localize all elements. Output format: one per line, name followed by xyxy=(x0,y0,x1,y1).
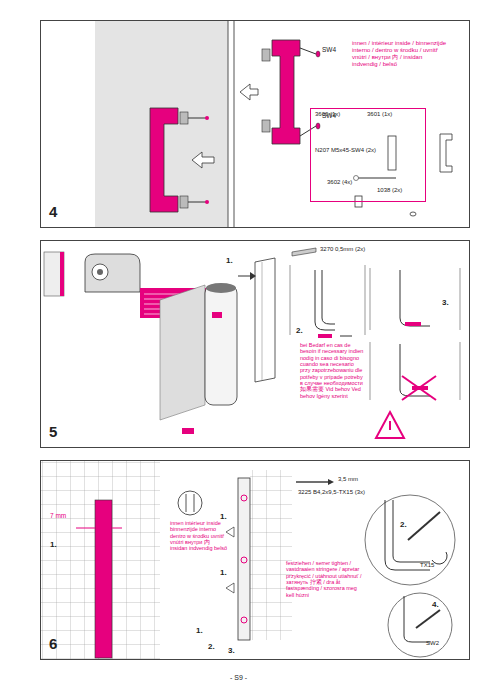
label-text: 3270 0,5mm (2x) xyxy=(320,246,365,253)
label-text: SW4 xyxy=(322,46,336,53)
label-text: 2. xyxy=(208,642,215,651)
label-text: 3. xyxy=(228,646,235,655)
parts-box: 3600 (1x)3601 (1x)N207 M5x45-SW4 (2x)360… xyxy=(310,108,426,202)
label-text: innen / intérieur inside / binnenzijde i… xyxy=(352,40,447,68)
label-text: 1. xyxy=(50,540,57,549)
part-number: 1038 (2x) xyxy=(377,187,402,194)
label-text: 1. xyxy=(196,626,203,635)
label-text: TX15 xyxy=(420,562,434,569)
label-text: 4. xyxy=(432,600,439,609)
label-text: innen intérieur inside binnenzijde inter… xyxy=(170,520,228,552)
part-number: N207 M5x45-SW4 (2x) xyxy=(315,147,376,154)
label-text: 2. xyxy=(296,326,303,335)
part-number: 3602 (4x) xyxy=(327,179,352,186)
step5-art xyxy=(44,248,460,438)
step-number: 6 xyxy=(49,635,57,652)
label-text: festziehen / serrer tighten / vastdraaie… xyxy=(286,560,362,598)
label-text: 1. xyxy=(220,512,227,521)
label-text: 3,5 mm xyxy=(338,476,358,483)
label-text: - S9 - xyxy=(230,674,247,682)
step-number: 5 xyxy=(49,423,57,440)
step-panel: 6 xyxy=(40,460,470,660)
label-text: 1. xyxy=(226,256,233,265)
label-text: 3225 B4,2x9,5-TX15 (3x) xyxy=(298,489,365,496)
label-text: 7 mm xyxy=(50,512,66,519)
label-text: 2. xyxy=(400,520,407,529)
step4-art xyxy=(95,21,452,227)
label-text: bei Bedarf en cas de besoin if necessary… xyxy=(300,342,364,399)
step-panel: 5 xyxy=(40,240,470,448)
part-number: 3601 (1x) xyxy=(367,111,392,118)
label-text: 1. xyxy=(220,568,227,577)
label-text: 3. xyxy=(442,298,449,307)
label-text: SW2 xyxy=(426,640,439,647)
step-number: 4 xyxy=(49,203,57,220)
label-text: SW4 xyxy=(322,112,336,119)
step6-art xyxy=(41,461,455,659)
